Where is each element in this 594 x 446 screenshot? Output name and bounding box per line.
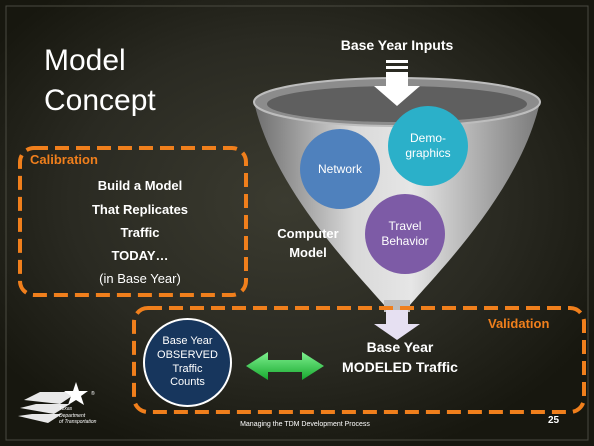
calibration-line: That Replicates xyxy=(91,202,189,217)
demographics-label-line1: Demo- xyxy=(409,131,446,145)
registered-mark: ® xyxy=(91,391,95,397)
calibration-line: TODAY… xyxy=(111,248,169,263)
computer-model-line1: Computer xyxy=(277,226,339,241)
calibration-line: Build a Model xyxy=(97,178,183,193)
double-arrow-icon xyxy=(246,352,324,380)
modeled-traffic-label: Base Year MODELED Traffic xyxy=(318,338,482,377)
demographics-label-line2: graphics xyxy=(405,146,451,160)
travel-behavior-label-line1: Travel xyxy=(388,219,422,233)
output-arrow xyxy=(374,310,420,340)
base-year-inputs-label: Base Year Inputs xyxy=(340,37,454,53)
travel-behavior-circle: Travel Behavior xyxy=(365,194,445,274)
calibration-line: Traffic xyxy=(120,225,160,240)
slide-number: 25 xyxy=(548,415,560,426)
calibration-box xyxy=(18,146,248,297)
footer-text: Managing the TDM Development Process xyxy=(240,421,370,428)
calibration-note: (in Base Year) xyxy=(99,271,181,286)
logo-line: Texas xyxy=(59,406,73,412)
slide-border xyxy=(5,5,589,441)
modeled-line: MODELED Traffic xyxy=(342,358,458,375)
network-label: Network xyxy=(317,162,362,176)
txdot-logo-text: Texas Department of Transportation xyxy=(59,406,96,426)
slide-title-line2: Concept xyxy=(44,84,156,117)
modeled-line: Base Year xyxy=(366,339,434,355)
demographics-circle: Demo- graphics xyxy=(388,106,468,186)
validation-box xyxy=(132,306,586,414)
logo-line: of Transportation xyxy=(59,419,97,425)
slide-title-line1: Model xyxy=(44,44,126,77)
observed-line: OBSERVED xyxy=(157,348,218,361)
txdot-star-logo xyxy=(18,382,88,423)
network-circle: Network xyxy=(300,129,380,209)
computer-model-label: Computer Model xyxy=(268,225,348,263)
validation-label: Validation xyxy=(488,316,550,331)
observed-line: Base Year xyxy=(162,335,213,347)
observed-line: Traffic xyxy=(172,362,203,375)
observed-counts-circle: Base Year OBSERVED Traffic Counts xyxy=(143,318,232,407)
input-arrow xyxy=(374,60,420,106)
logo-line: Department xyxy=(59,412,86,419)
observed-line: Counts xyxy=(170,376,205,389)
calibration-label: Calibration xyxy=(30,152,98,167)
travel-behavior-label-line2: Behavior xyxy=(381,234,429,248)
computer-model-line2: Model xyxy=(289,244,327,260)
